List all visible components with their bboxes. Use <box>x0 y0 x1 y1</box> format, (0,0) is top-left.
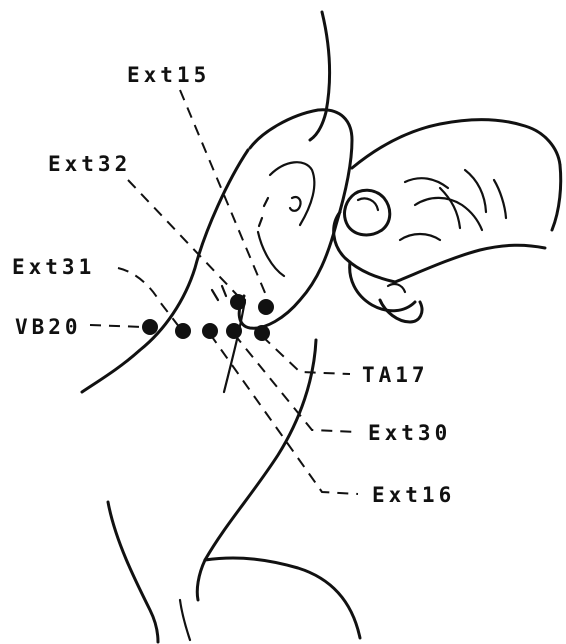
shoulder-contour <box>108 502 158 642</box>
label-ext30: Ext30 <box>368 421 451 445</box>
leader-ta17 <box>262 336 350 374</box>
finger-1 <box>334 212 395 282</box>
point-ext16 <box>202 323 218 339</box>
ear-hook-mark <box>290 197 301 211</box>
hand-crease <box>494 180 506 218</box>
point-vb20 <box>142 319 158 335</box>
label-ext15: Ext15 <box>127 63 210 87</box>
label-vb20: VB20 <box>15 315 82 339</box>
ear-inner-fold <box>270 162 314 225</box>
label-ext32: Ext32 <box>48 152 131 176</box>
point-ext15 <box>258 299 274 315</box>
thumb-nail <box>358 198 378 210</box>
throat-contour <box>205 558 360 638</box>
chest-contour <box>180 600 190 640</box>
wrist-contour <box>552 165 561 230</box>
thumb <box>345 190 390 235</box>
point-ta17 <box>254 325 270 341</box>
label-ta17: TA17 <box>362 363 429 387</box>
leader-vb20 <box>90 325 144 327</box>
head-top-contour <box>310 12 329 140</box>
point-ext30 <box>226 323 242 339</box>
hand-vein-2 <box>415 198 482 230</box>
label-ext16: Ext16 <box>372 483 455 507</box>
hand-vein-1 <box>405 178 448 188</box>
ear-antihelix <box>258 232 284 276</box>
label-ext31: Ext31 <box>12 255 95 279</box>
palm-lower-contour <box>395 245 545 282</box>
ear-lobe-hatch <box>212 286 226 300</box>
ear-small-mark-1 <box>264 198 268 206</box>
point-ext31 <box>175 323 191 339</box>
hand <box>334 120 561 322</box>
hand-vein-5 <box>400 234 440 240</box>
hand-vein-4 <box>465 170 486 212</box>
finger-nail <box>388 284 405 292</box>
leader-ext30 <box>234 334 356 432</box>
point-ext32 <box>230 294 246 310</box>
ear-small-mark-2 <box>259 218 262 226</box>
hand-vein-3 <box>440 188 460 228</box>
neck-back-contour <box>82 150 248 392</box>
hand-back-contour <box>352 120 560 168</box>
neck-inner-contour <box>224 300 245 392</box>
acupuncture-points <box>142 294 274 341</box>
